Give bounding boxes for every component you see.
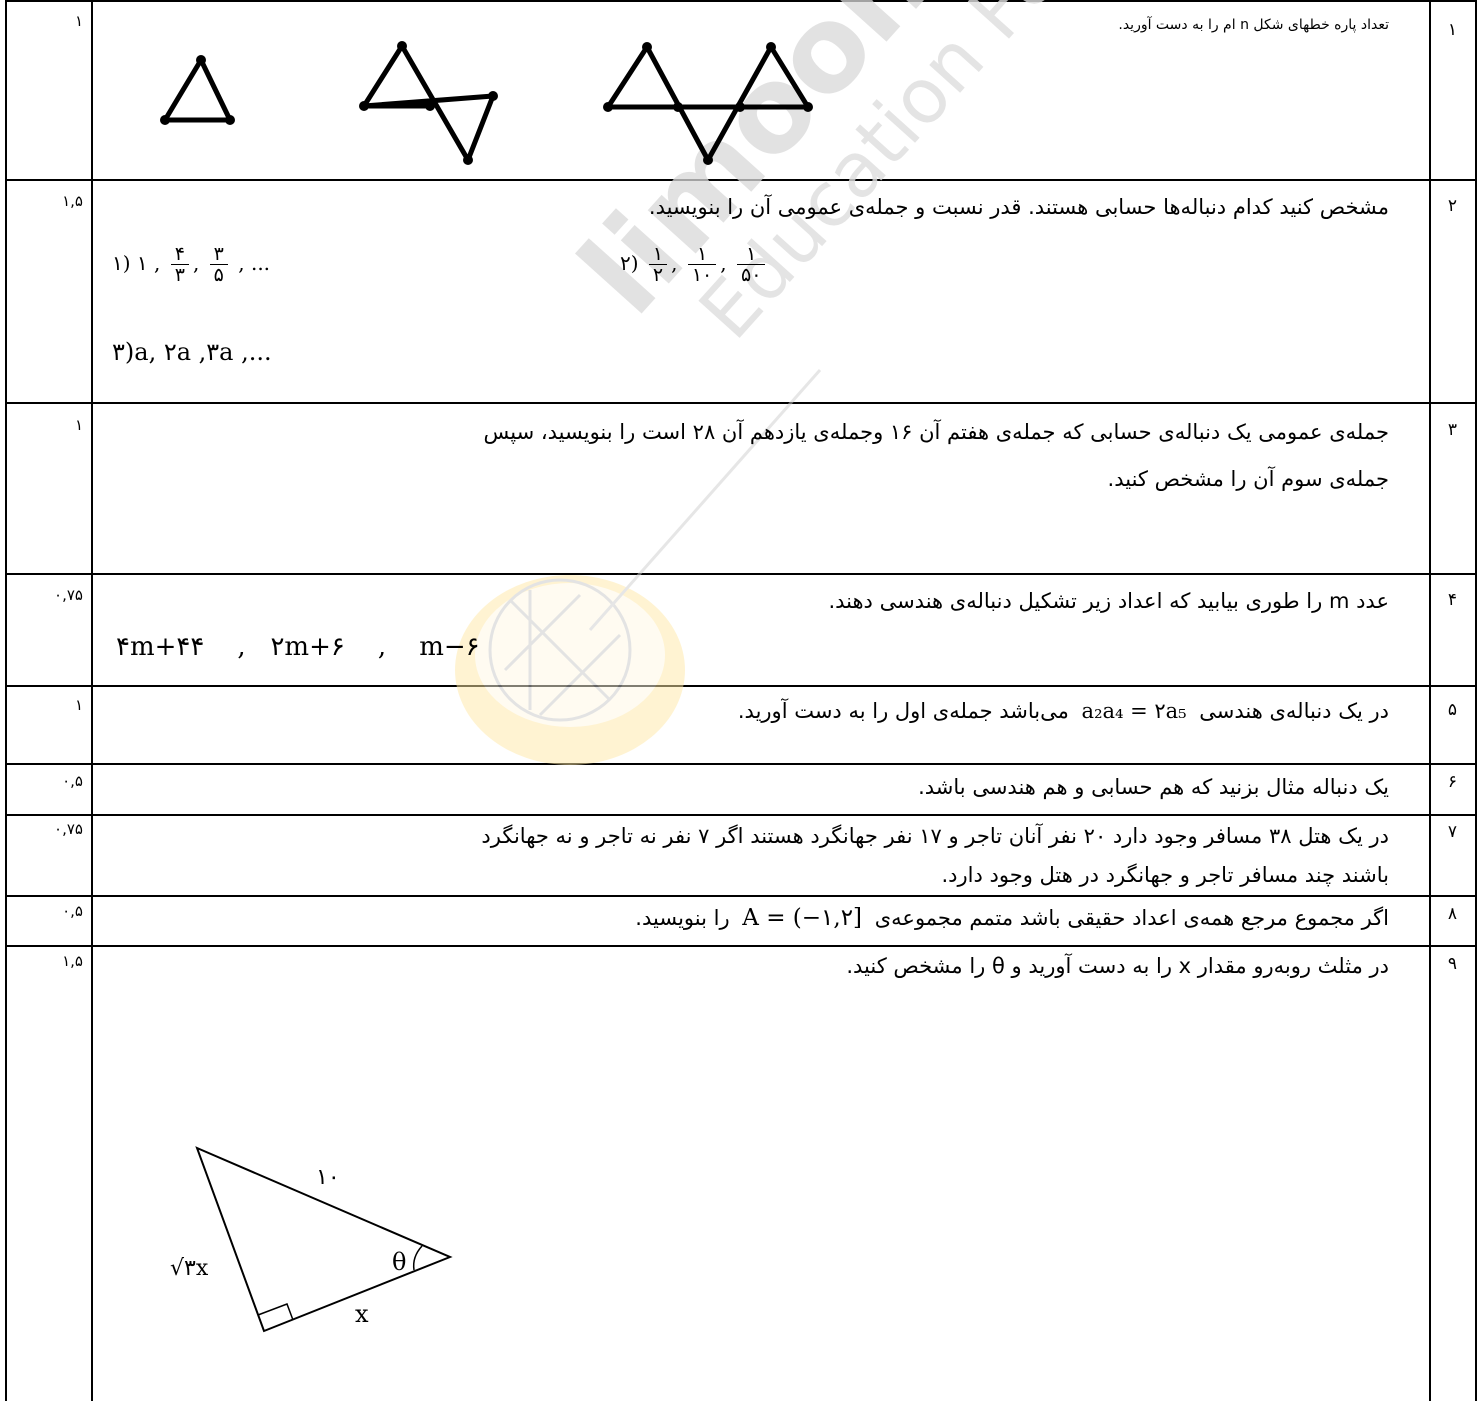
terms-expression: ۴m+۴۴ , ۲m+۶ , m−۶ — [116, 632, 480, 662]
question-text: یک دنباله مثال بزنید که هم حسابی و هم هن… — [918, 775, 1389, 799]
formula: a₂a₄ = ۲a₅ — [1081, 699, 1187, 723]
leg-label: √۳x — [170, 1256, 209, 1281]
question-score: ۱ — [74, 12, 83, 30]
score-column-divider — [91, 0, 93, 1401]
question-number: ۵ — [1447, 700, 1458, 720]
table-border-right — [1475, 0, 1477, 1401]
row-divider — [5, 402, 1477, 404]
angle-theta-label: θ — [392, 1248, 407, 1276]
question-text-line-1: در یک هتل ۳۸ مسافر وجود دارد ۲۰ نفر آنان… — [481, 824, 1389, 848]
question-score: ۰,۵ — [62, 772, 83, 790]
row-divider — [5, 895, 1477, 897]
table-border-left — [5, 0, 7, 1401]
formula: A = (−۱,۲] — [742, 905, 863, 931]
question-number: ۱ — [1447, 20, 1458, 40]
row-divider — [5, 814, 1477, 816]
question-number: ۹ — [1447, 954, 1458, 974]
question-text: اگر مجموع مرجع همه‌ی اعداد حقیقی باشد مت… — [635, 899, 1389, 937]
row-divider — [5, 573, 1477, 575]
question-text: در مثلث روبه‌رو مقدار x را به دست آورید … — [846, 954, 1389, 978]
question-number: ۶ — [1447, 772, 1458, 792]
question-text: در یک دنباله‌ی هندسی a₂a₄ = ۲a₅ می‌باشد … — [738, 692, 1389, 730]
triangle-pattern-figure — [160, 41, 813, 165]
base-label: x — [355, 1300, 369, 1328]
question-text: تعداد پاره خطهای شکل n ام را به دست آوری… — [1118, 17, 1389, 33]
number-column-divider — [1429, 0, 1431, 1401]
question-score: ۰,۷۵ — [54, 586, 83, 604]
question-number: ۴ — [1447, 590, 1458, 610]
question-number: ۳ — [1447, 420, 1458, 440]
question-score: ۰,۵ — [62, 902, 83, 920]
row-divider — [5, 945, 1477, 947]
question-text-line-2: باشند چند مسافر تاجر و جهانگرد در هتل وج… — [941, 863, 1389, 887]
hypotenuse-label: ۱۰ — [316, 1165, 340, 1190]
question-text: مشخص کنید کدام دنباله‌ها حسابی هستند. قد… — [648, 195, 1389, 219]
row-divider — [5, 685, 1477, 687]
question-score: ۱,۵ — [62, 952, 83, 970]
question-score: ۱ — [74, 416, 83, 434]
question-text-line-1: جمله‌ی عمومی یک دنباله‌ی حسابی که جمله‌ی… — [483, 420, 1389, 444]
row-divider — [5, 763, 1477, 765]
question-number: ۲ — [1447, 196, 1458, 216]
sequence-3: ۳)a, ۲a ,۳a ,... — [112, 338, 272, 366]
question-number: ۷ — [1447, 822, 1458, 842]
row-divider — [5, 179, 1477, 181]
question-text: عدد m را طوری بیابید که اعداد زیر تشکیل … — [828, 589, 1389, 613]
question-number: ۸ — [1447, 904, 1458, 924]
question-score: ۰,۷۵ — [54, 820, 83, 838]
right-triangle-figure — [195, 1146, 453, 1333]
row-divider — [5, 0, 1477, 2]
question-score: ۱,۵ — [62, 192, 83, 210]
question-score: ۱ — [74, 696, 83, 714]
question-text-line-2: جمله‌ی سوم آن را مشخص کنید. — [1107, 467, 1389, 491]
